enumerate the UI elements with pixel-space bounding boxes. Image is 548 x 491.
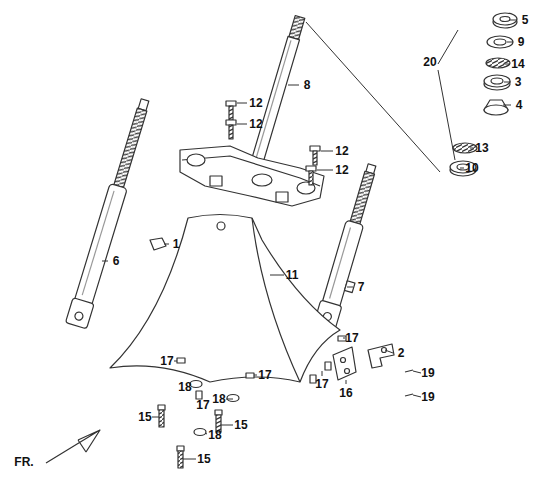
bottom-bridge (180, 146, 324, 206)
leader-lines (102, 20, 517, 459)
callout-number: 18 (207, 428, 222, 442)
bolts (226, 101, 320, 185)
callout-number: 12 (248, 117, 263, 131)
front-arrow (46, 430, 100, 463)
callout-number: 15 (233, 418, 248, 432)
callout-number: 20 (422, 55, 437, 69)
direction-label: FR. (13, 455, 34, 469)
callout-number: 17 (257, 368, 272, 382)
callout-number: 19 (420, 366, 435, 380)
callout-number: 7 (357, 280, 366, 294)
callout-number: 1 (172, 237, 181, 251)
callout-number: 12 (334, 144, 349, 158)
callout-number: 3 (514, 75, 523, 89)
callout-number: 8 (303, 78, 312, 92)
callout-number: 11 (285, 268, 300, 282)
callout-number: 5 (521, 13, 530, 27)
callout-number: 18 (177, 380, 192, 394)
callout-number: 9 (517, 35, 526, 49)
callout-number: 6 (112, 254, 121, 268)
right-fork-leg (314, 162, 388, 331)
callout-number: 15 (196, 452, 211, 466)
steering-stem (251, 15, 306, 166)
hardware (158, 336, 413, 468)
callout-number: 4 (515, 98, 524, 112)
callout-number: 17 (159, 354, 174, 368)
callout-number: 17 (195, 398, 210, 412)
callout-number: 19 (420, 390, 435, 404)
callout-number: 15 (137, 410, 152, 424)
front-fender (110, 215, 340, 383)
callout-number: 14 (510, 57, 525, 71)
left-fork-leg (65, 97, 155, 329)
callout-number: 13 (474, 141, 489, 155)
callout-number: 17 (314, 377, 329, 391)
callout-number: 10 (464, 161, 479, 175)
callout-number: 16 (338, 386, 353, 400)
callout-number: 2 (397, 346, 406, 360)
callout-number: 12 (248, 96, 263, 110)
clip (150, 238, 166, 250)
callout-number: 17 (344, 331, 359, 345)
callout-number: 12 (334, 163, 349, 177)
bearing-set (450, 13, 517, 176)
callout-number: 18 (211, 392, 226, 406)
